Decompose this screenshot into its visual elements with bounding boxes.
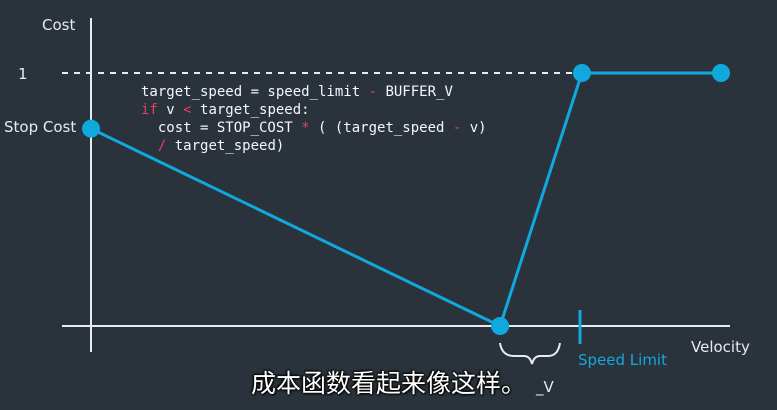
code-line-1: if v < target_speed: — [141, 102, 310, 118]
cost-series — [82, 64, 730, 335]
y-marker-label-stop-cost: Stop Cost — [4, 118, 76, 136]
code-line-2: cost = STOP_COST * ( (target_speed - v) — [141, 120, 487, 136]
data-point-3 — [712, 64, 730, 82]
buffer-label: _V — [535, 378, 555, 397]
y-tick-label-1: 1 — [18, 65, 28, 83]
y-axis-label: Cost — [42, 16, 75, 34]
data-point-1 — [491, 317, 510, 335]
code-line-3: / target_speed) — [141, 138, 284, 154]
series-line — [90, 71, 721, 329]
data-point-0 — [82, 119, 100, 138]
x-axis-label: Velocity — [691, 338, 750, 356]
data-point-2 — [572, 64, 591, 82]
buffer-brace — [499, 342, 561, 365]
speed-limit-label: Speed Limit — [578, 351, 667, 369]
code-line-0: target_speed = speed_limit - BUFFER_V — [141, 84, 453, 100]
